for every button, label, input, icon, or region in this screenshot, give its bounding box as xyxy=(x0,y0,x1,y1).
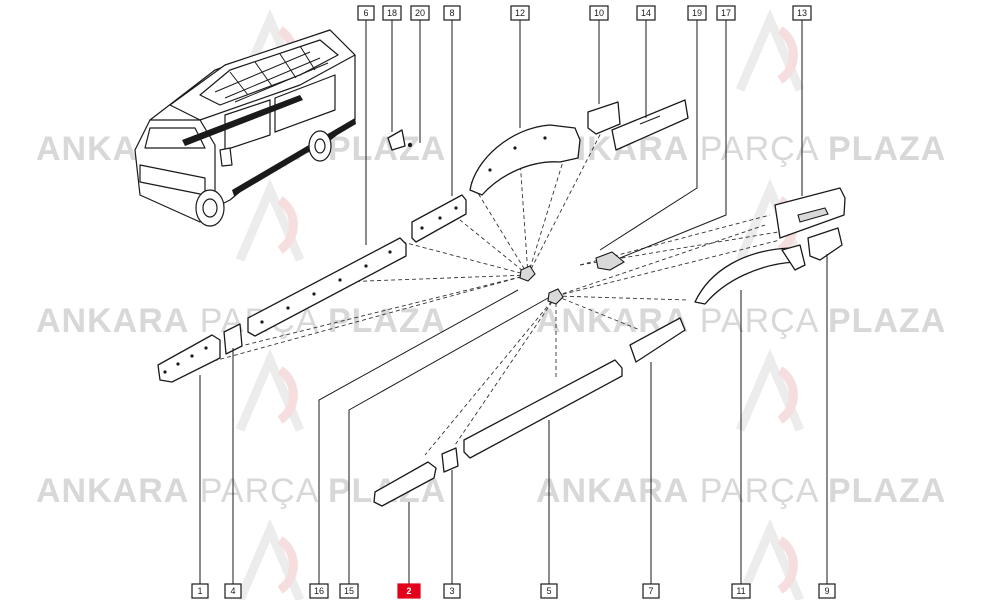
watermark-logo xyxy=(735,518,805,600)
callout-6[interactable]: 6 xyxy=(357,5,375,21)
callout-14[interactable]: 14 xyxy=(636,5,656,21)
part-7-rear-side-molding xyxy=(629,317,686,363)
callout-19[interactable]: 19 xyxy=(687,5,707,21)
svg-text:7: 7 xyxy=(648,586,653,596)
svg-text:4: 4 xyxy=(230,586,235,596)
watermark-logo xyxy=(235,518,305,600)
svg-text:15: 15 xyxy=(344,586,354,596)
part-18-mirror-trim xyxy=(387,129,406,151)
part-14-sliding-door-trim xyxy=(611,99,689,151)
svg-text:9: 9 xyxy=(824,586,829,596)
part-20-fastener xyxy=(407,142,413,148)
watermark-logo xyxy=(235,178,305,262)
callout-17[interactable]: 17 xyxy=(716,5,736,21)
callout-4[interactable]: 4 xyxy=(224,583,242,599)
svg-text:16: 16 xyxy=(314,586,324,596)
callout-2-highlighted[interactable]: 2 xyxy=(397,583,421,599)
van-illustration xyxy=(134,29,356,227)
svg-text:3: 3 xyxy=(449,586,454,596)
pointer-lines xyxy=(209,124,791,456)
part-4-small-cover xyxy=(223,323,243,355)
svg-text:1: 1 xyxy=(197,586,202,596)
svg-text:8: 8 xyxy=(449,8,454,18)
callout-7[interactable]: 7 xyxy=(642,583,660,599)
watermark-text: ANKARA PARÇA PLAZA xyxy=(536,472,946,510)
watermark-logo xyxy=(235,348,305,432)
part-3-small-trim xyxy=(441,447,459,473)
callout-18[interactable]: 18 xyxy=(382,5,402,21)
svg-text:10: 10 xyxy=(594,8,604,18)
watermark-logo xyxy=(735,348,805,432)
part-12-wheel-arch-front xyxy=(469,124,581,196)
callout-20[interactable]: 20 xyxy=(410,5,430,21)
callout-5[interactable]: 5 xyxy=(540,583,558,599)
part-1-front-bumper-molding xyxy=(157,334,221,383)
callout-13[interactable]: 13 xyxy=(792,5,812,21)
svg-text:5: 5 xyxy=(546,586,551,596)
svg-text:6: 6 xyxy=(363,8,368,18)
callout-16[interactable]: 16 xyxy=(309,583,329,599)
watermark-text: ANKARA PARÇA PLAZA xyxy=(536,130,946,168)
part-19-cap xyxy=(595,251,625,271)
part-16-front-side-strip xyxy=(247,237,407,337)
callout-1[interactable]: 1 xyxy=(191,583,209,599)
clip-upper xyxy=(519,265,536,282)
clip-lower xyxy=(547,288,564,305)
leader-lines xyxy=(199,20,828,585)
svg-text:19: 19 xyxy=(692,8,702,18)
callouts-bottom: 1 4 16 15 2 3 5 7 11 9 xyxy=(191,583,836,599)
part-2-front-lower-molding xyxy=(373,461,437,507)
svg-text:13: 13 xyxy=(797,8,807,18)
callout-9[interactable]: 9 xyxy=(818,583,836,599)
part-9-rear-corner-trim xyxy=(807,227,843,261)
callout-10[interactable]: 10 xyxy=(589,5,609,21)
watermark-logo xyxy=(735,8,805,92)
part-5-sill-molding xyxy=(463,359,623,459)
callout-3[interactable]: 3 xyxy=(443,583,461,599)
callout-15[interactable]: 15 xyxy=(339,583,359,599)
svg-text:18: 18 xyxy=(387,8,397,18)
callout-8[interactable]: 8 xyxy=(443,5,461,21)
parts-layer xyxy=(157,99,846,507)
part-10-pillar-trim xyxy=(587,101,621,135)
svg-text:20: 20 xyxy=(415,8,425,18)
callout-11[interactable]: 11 xyxy=(731,583,751,599)
callout-12[interactable]: 12 xyxy=(510,5,530,21)
svg-text:2: 2 xyxy=(406,586,411,596)
callouts-top: 6 18 20 8 12 10 14 19 17 13 xyxy=(357,5,812,21)
svg-text:12: 12 xyxy=(515,8,525,18)
svg-text:14: 14 xyxy=(641,8,651,18)
svg-text:11: 11 xyxy=(736,586,745,596)
svg-text:17: 17 xyxy=(721,8,731,18)
